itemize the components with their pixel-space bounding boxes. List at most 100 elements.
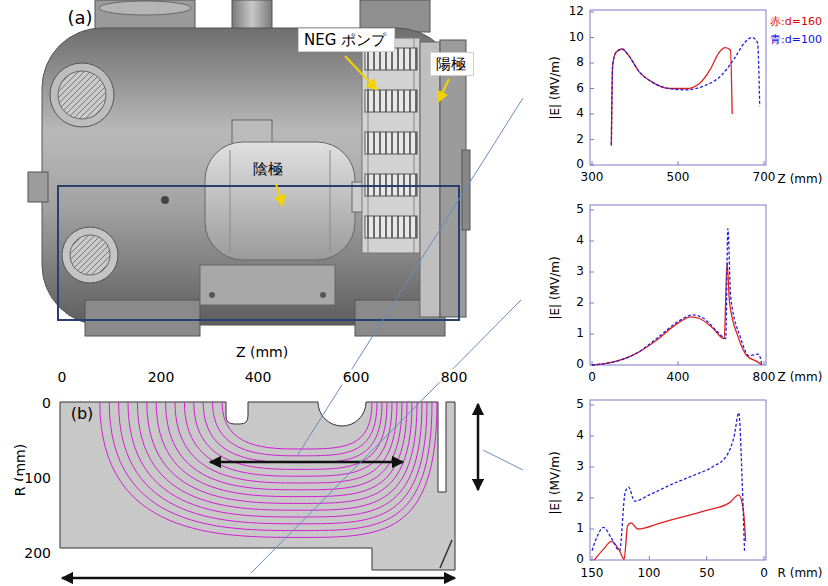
field-line <box>156 402 407 497</box>
tick-mark <box>590 114 594 115</box>
field-line <box>184 402 392 476</box>
tick-label: 400 <box>244 369 273 385</box>
field-curve-red <box>594 495 745 560</box>
field-line <box>147 402 412 503</box>
field-line <box>109 402 432 531</box>
tick-label: 0 <box>41 395 52 411</box>
tick-mark <box>590 37 594 38</box>
illustration-part <box>70 235 110 275</box>
illustration-part <box>58 71 106 119</box>
tick-label: 0 <box>759 567 769 581</box>
tick-mark <box>649 556 650 560</box>
tick-label: 3 <box>575 265 585 279</box>
tick-label: 10 <box>568 31 585 45</box>
illustration-part <box>330 150 331 252</box>
illustration-part <box>362 38 420 253</box>
tick-label: 4 <box>575 107 585 121</box>
chart-frame <box>590 205 766 365</box>
illustration-part <box>42 28 457 325</box>
tick-label: 500 <box>666 171 691 185</box>
field-line <box>175 402 397 483</box>
tick-mark <box>590 405 594 406</box>
tick-mark <box>764 361 765 365</box>
axis-title: Z (mm) <box>777 371 824 385</box>
callout-box: 陽極 <box>430 52 474 76</box>
tick-mark <box>678 361 679 365</box>
tick-mark <box>706 556 707 560</box>
illustration-part <box>462 150 470 230</box>
tick-label: 300 <box>580 171 605 185</box>
illustration-part <box>320 292 326 298</box>
tick-mark <box>590 303 594 304</box>
tick-mark <box>590 88 594 89</box>
tick-label: 0 <box>575 158 585 172</box>
tick-mark <box>590 139 594 140</box>
line-chart <box>590 10 766 165</box>
tick-label: 800 <box>440 369 469 385</box>
tick-label: 200 <box>23 545 52 561</box>
legend-text: 青:d=100 <box>769 34 823 47</box>
illustration-part <box>438 79 449 102</box>
illustration-part <box>62 227 118 283</box>
field-line <box>137 402 417 510</box>
illustration-part <box>483 450 523 470</box>
tick-mark <box>590 560 594 561</box>
illustration-part <box>365 216 417 238</box>
tick-mark <box>764 161 765 165</box>
tick-mark <box>590 210 594 211</box>
field-curve-blue <box>611 38 759 145</box>
tick-mark <box>590 272 594 273</box>
field-charts <box>590 10 766 560</box>
illustration-part <box>477 404 480 490</box>
tick-mark <box>590 165 594 166</box>
line-chart <box>590 205 766 365</box>
tick-label: 2 <box>575 296 585 310</box>
illustration-part <box>28 172 48 202</box>
illustration-part <box>205 142 355 260</box>
field-curve-red <box>611 48 732 146</box>
tick-mark <box>764 556 765 560</box>
tick-label: 5 <box>575 203 585 217</box>
tick-label: 4 <box>575 429 585 443</box>
illustration-part <box>85 300 200 336</box>
axis-title: |E| (MV/m) <box>549 55 563 120</box>
illustration-part <box>200 265 335 305</box>
illustration-part <box>440 540 452 568</box>
illustration-part <box>100 402 437 537</box>
tick-mark <box>592 161 593 165</box>
field-line <box>222 402 372 449</box>
tick-label: 6 <box>575 82 585 96</box>
illustration-part <box>365 132 417 154</box>
tick-label: 600 <box>342 369 371 385</box>
tick-mark <box>590 241 594 242</box>
leader-lines <box>251 98 523 573</box>
tick-mark <box>590 529 594 530</box>
field-map <box>60 402 478 578</box>
tick-label: 0 <box>575 553 585 567</box>
field-line <box>194 402 387 469</box>
tick-label: 50 <box>698 567 715 581</box>
tick-label: 1 <box>575 522 585 536</box>
tick-label: 0 <box>575 358 585 372</box>
tick-label: 800 <box>752 371 777 385</box>
tick-mark <box>592 556 593 560</box>
field-curve-blue <box>592 229 762 365</box>
tick-label: 0 <box>57 369 68 385</box>
field-line <box>203 402 382 463</box>
tick-label: 3 <box>575 460 585 474</box>
legend-text: 赤:d=160 <box>769 16 823 29</box>
illustration-part <box>50 63 114 127</box>
field-curve-red <box>592 263 762 365</box>
tick-label: 5 <box>575 398 585 412</box>
illustration-part <box>210 461 403 464</box>
tick-label: 200 <box>147 369 176 385</box>
tick-label: 4 <box>575 234 585 248</box>
illustration-part <box>62 577 455 580</box>
tick-mark <box>590 498 594 499</box>
axis-title: |E| (MV/m) <box>549 450 563 515</box>
field-line <box>128 402 422 517</box>
axis-title: Z (mm) <box>235 344 289 360</box>
line-chart <box>590 400 766 560</box>
